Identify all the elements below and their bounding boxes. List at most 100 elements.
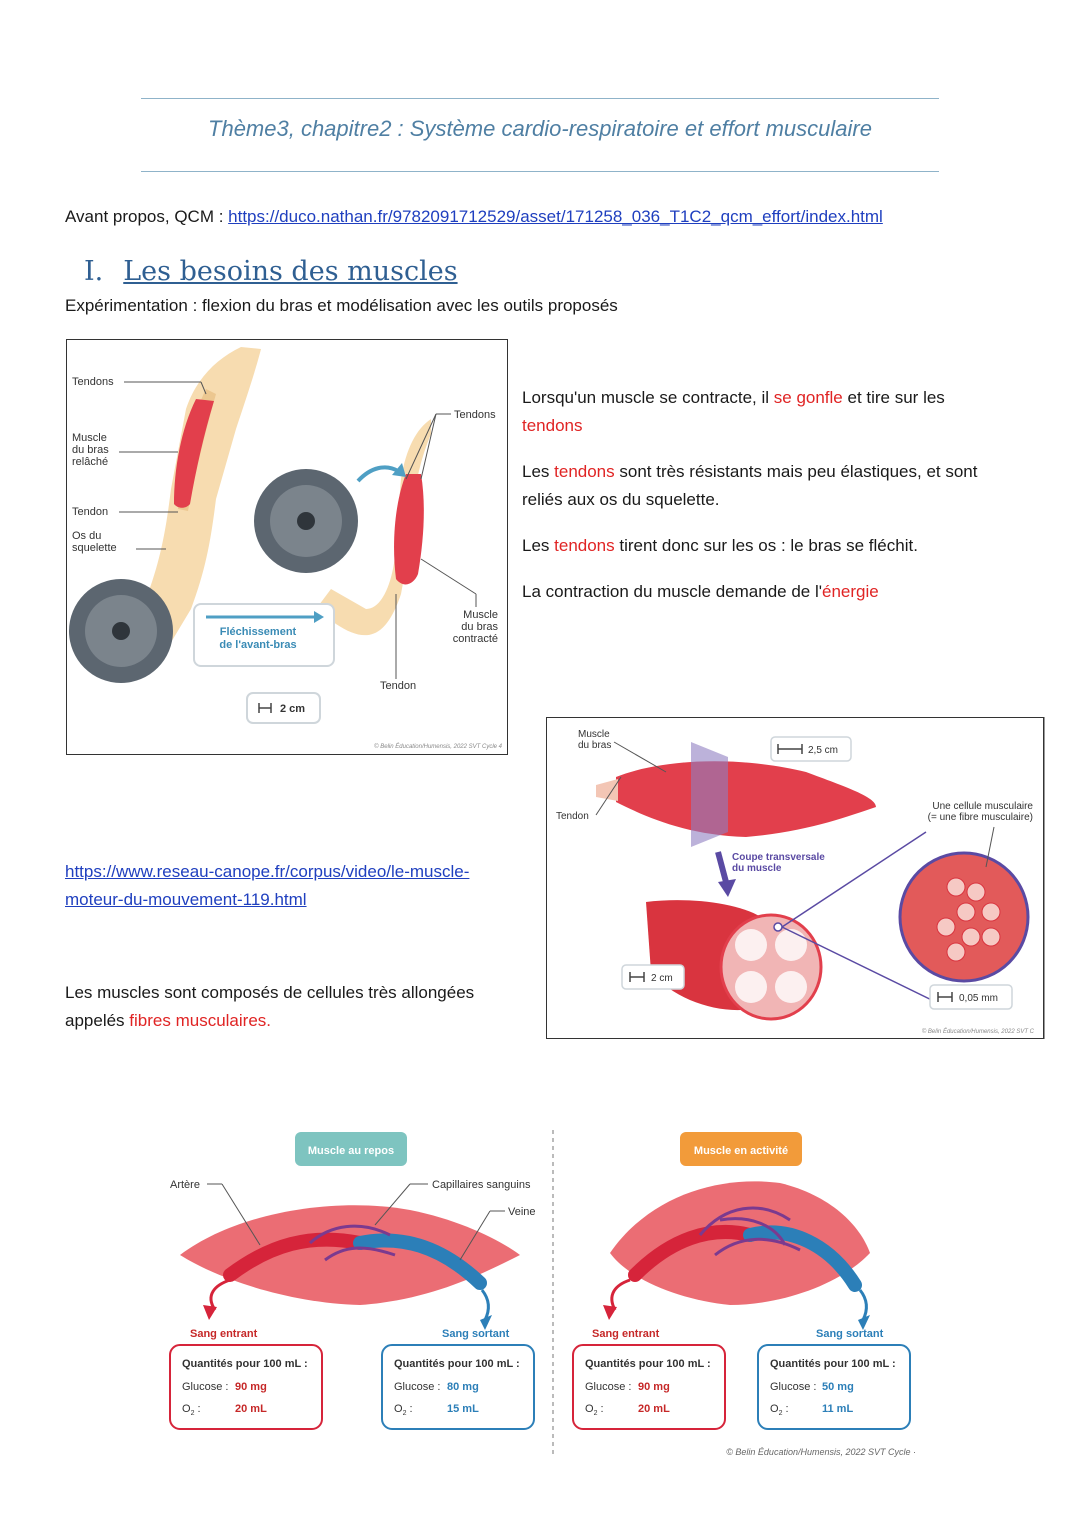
contracted-muscle <box>394 474 424 585</box>
svg-text:Glucose :: Glucose : <box>394 1381 440 1393</box>
rest-in-label: Sang entrant <box>190 1328 258 1340</box>
svg-text:Quantités pour 100 mL :: Quantités pour 100 mL : <box>182 1358 308 1370</box>
rest-badge <box>295 1132 407 1166</box>
label-muscle-relache-3: relâché <box>72 456 108 468</box>
label-coupe-2: du muscle <box>732 863 782 874</box>
label-muscle-contracte-1: Muscle <box>463 609 498 621</box>
label-muscle-relache-1: Muscle <box>72 432 107 444</box>
explanation-p4: La contraction du muscle demande de l'én… <box>522 582 879 601</box>
active-in-glucose: 90 mg <box>638 1381 670 1393</box>
svg-text:Quantités pour 100 mL :: Quantités pour 100 mL : <box>585 1358 711 1370</box>
blood-flow-figure: Muscle au repos Artère Capillaires sangu… <box>169 1130 916 1457</box>
active-in-o2: 20 mL <box>638 1403 670 1415</box>
header-rule-bottom <box>141 171 939 172</box>
active-badge <box>680 1132 802 1166</box>
label-capillaires: Capillaires sanguins <box>432 1179 531 1191</box>
rest-out-box <box>381 1344 535 1430</box>
active-out-box <box>757 1344 911 1430</box>
scale-box-2 <box>621 964 685 990</box>
coupe-arrow-icon <box>718 879 736 897</box>
active-artery <box>628 1225 757 1282</box>
svg-text:Glucose :: Glucose : <box>585 1381 631 1393</box>
page-title: Thème3, chapitre2 : Système cardio-respi… <box>208 116 872 141</box>
relaxed-arm-skin <box>126 347 261 659</box>
active-out-arrow-icon <box>858 1315 870 1330</box>
rest-out-glucose: 80 mg <box>447 1381 479 1393</box>
explanation-p2: Les tendons sont très résistants mais pe… <box>522 462 978 509</box>
label-os-2: squelette <box>72 542 117 554</box>
svg-text:O2 :: O2 : <box>585 1403 604 1417</box>
svg-text:Glucose :: Glucose : <box>182 1381 228 1393</box>
scale-label-2: 2 cm <box>651 973 673 984</box>
section-number: I. <box>84 256 104 287</box>
scale-label-fig1: 2 cm <box>280 703 305 715</box>
active-in-label: Sang entrant <box>592 1328 660 1340</box>
rest-in-o2: 20 mL <box>235 1403 267 1415</box>
experiment-text: Expérimentation : flexion du bras et mod… <box>65 296 618 315</box>
label-muscle-contracte-3: contracté <box>453 633 498 645</box>
svg-text:Quantités pour 100 mL :: Quantités pour 100 mL : <box>770 1358 896 1370</box>
rest-out-label: Sang sortant <box>442 1328 510 1340</box>
label-muscle-contracte-2: du bras <box>461 621 498 633</box>
rest-vein <box>353 1233 487 1290</box>
flechissement-arrow-icon <box>314 611 324 623</box>
label-tendon-bottom: Tendon <box>380 680 416 692</box>
active-in-arrow-icon <box>603 1305 617 1320</box>
explanation-p3: Les tendons tirent donc sur les os : le … <box>522 536 918 555</box>
label-tendons-top: Tendons <box>72 376 114 388</box>
label-coupe-1: Coupe transversale <box>732 852 825 863</box>
active-out-o2: 11 mL <box>822 1403 853 1415</box>
rest-badge-label: Muscle au repos <box>308 1145 394 1157</box>
flechissement-box <box>193 603 335 667</box>
label-cellule-1: Une cellule musculaire <box>932 801 1033 812</box>
flechissement-line2: de l'avant-bras <box>219 639 296 651</box>
label-muscle-1: Muscle <box>578 729 610 740</box>
active-in-box <box>572 1344 726 1430</box>
svg-text:O2 :: O2 : <box>394 1403 413 1417</box>
fibers-text: Les muscles sont composés de cellules tr… <box>65 983 475 1030</box>
video-link-block: https://www.reseau-canope.fr/corpus/vide… <box>65 858 469 914</box>
rest-out-arrow-icon <box>480 1315 492 1330</box>
rest-in-arrow-icon <box>203 1305 217 1320</box>
credit-fig3: © Belin Éducation/Humensis, 2022 SVT Cyc… <box>726 1447 916 1457</box>
scale-box-3 <box>929 984 1013 1010</box>
active-vein <box>743 1225 862 1292</box>
credit-fig1: © Belin Éducation/Humensis, 2022 SVT Cyc… <box>374 743 502 750</box>
svg-text:Glucose :: Glucose : <box>770 1381 816 1393</box>
rest-out-o2: 15 mL <box>447 1403 479 1415</box>
rest-in-box <box>169 1344 323 1430</box>
arm-flexion-figure: Tendons Muscle du bras relâché Tendon Os… <box>66 339 508 755</box>
relaxed-muscle <box>174 399 214 508</box>
qcm-link[interactable]: https://duco.nathan.fr/9782091712529/ass… <box>228 207 883 226</box>
explanation-block: Lorsqu'un muscle se contracte, il se gon… <box>522 384 1042 606</box>
flechissement-line1: Fléchissement <box>220 626 297 638</box>
intro-label: Avant propos, QCM : <box>65 207 229 226</box>
scale-label-1: 2,5 cm <box>808 745 838 756</box>
video-link[interactable]: https://www.reseau-canope.fr/corpus/vide… <box>65 862 470 909</box>
flex-arc-arrow-icon <box>356 465 400 483</box>
svg-text:O2 :: O2 : <box>182 1403 201 1417</box>
rest-muscle <box>180 1205 520 1305</box>
active-out-glucose: 50 mg <box>822 1381 854 1393</box>
header-rule-top <box>141 98 939 99</box>
explanation-p1: Lorsqu'un muscle se contracte, il se gon… <box>522 388 945 435</box>
scale-box-fig1 <box>246 692 321 724</box>
label-os-1: Os du <box>72 530 101 542</box>
muscle-structure-figure: Muscle du bras Tendon 2,5 cm Coupe trans… <box>546 717 1045 1039</box>
scale-box-1 <box>770 736 852 762</box>
label-muscle-relache-2: du bras <box>72 444 109 456</box>
arm-muscle-shape <box>616 761 876 837</box>
label-veine: Veine <box>508 1206 536 1218</box>
label-artere: Artère <box>170 1179 200 1191</box>
label-muscle-2: du bras <box>578 740 611 751</box>
rest-in-glucose: 90 mg <box>235 1381 267 1393</box>
svg-text:Quantités pour 100 mL :: Quantités pour 100 mL : <box>394 1358 520 1370</box>
active-out-label: Sang sortant <box>816 1328 884 1340</box>
rest-artery <box>223 1232 367 1282</box>
section-title: Les besoins des muscles <box>123 256 458 287</box>
cut-plane <box>691 742 728 847</box>
credit-fig2: © Belin Éducation/Humensis, 2022 SVT C <box>922 1028 1035 1035</box>
section-heading: I. Les besoins des muscles <box>84 256 458 287</box>
svg-text:O2 :: O2 : <box>770 1403 789 1417</box>
label-tendon-left: Tendon <box>72 506 108 518</box>
